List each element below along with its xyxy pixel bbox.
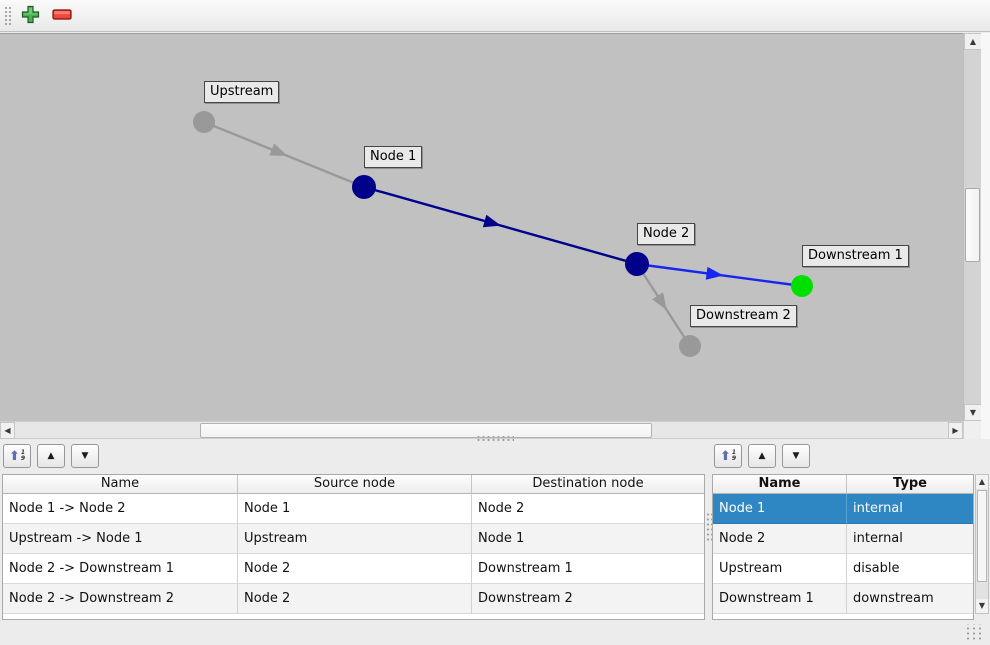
- cell[interactable]: Node 2 -> Downstream 1: [3, 554, 238, 584]
- scroll-up-arrow-icon[interactable]: ▲: [964, 33, 982, 50]
- scroll-down-arrow-icon[interactable]: ▼: [964, 404, 982, 421]
- toolbar-grip[interactable]: [4, 6, 12, 27]
- edge-arrow-icon: [269, 143, 288, 156]
- cell[interactable]: Upstream: [713, 554, 847, 584]
- node-label[interactable]: Downstream 1: [802, 245, 909, 267]
- remove-node-button[interactable]: [49, 4, 75, 29]
- cell[interactable]: downstream: [847, 584, 973, 614]
- cell[interactable]: Downstream 2: [472, 584, 704, 614]
- triangle-down-icon: ▼: [81, 451, 89, 461]
- cell[interactable]: Node 2: [472, 494, 704, 524]
- move-node-down-button[interactable]: ▼: [782, 444, 810, 468]
- cell[interactable]: Downstream 1: [472, 554, 704, 584]
- graph-node[interactable]: [679, 335, 701, 357]
- scroll-left-arrow-icon[interactable]: ◀: [0, 422, 15, 439]
- table-scrollbar-thumb[interactable]: [977, 490, 987, 582]
- graph-node[interactable]: [625, 252, 649, 276]
- plus-icon: [21, 5, 40, 28]
- cell[interactable]: Node 1: [713, 494, 847, 524]
- cell[interactable]: Node 1: [238, 494, 472, 524]
- vertical-scrollbar-thumb[interactable]: [965, 188, 980, 262]
- node-label[interactable]: Node 2: [637, 223, 696, 245]
- cell[interactable]: Node 2 -> Downstream 2: [3, 584, 238, 614]
- cell[interactable]: internal: [847, 524, 973, 554]
- graph-edge[interactable]: [203, 120, 365, 189]
- cell[interactable]: Node 1 -> Node 2: [3, 494, 238, 524]
- cell[interactable]: Node 2: [238, 584, 472, 614]
- column-header[interactable]: Name: [3, 475, 238, 494]
- cell[interactable]: disable: [847, 554, 973, 584]
- scroll-right-arrow-icon[interactable]: ▶: [948, 422, 963, 439]
- node-label[interactable]: Upstream: [204, 81, 280, 103]
- triangle-down-icon: ▼: [792, 451, 800, 461]
- add-node-button[interactable]: [17, 4, 43, 29]
- pane-splitter-handle[interactable]: [476, 436, 514, 442]
- graph-node[interactable]: [193, 111, 215, 133]
- triangle-up-icon: ▲: [758, 451, 766, 461]
- move-node-up-button[interactable]: ▲: [748, 444, 776, 468]
- node-label[interactable]: Downstream 2: [690, 305, 797, 327]
- edge-arrow-icon: [705, 266, 724, 280]
- minus-icon: [52, 9, 72, 24]
- graph-node[interactable]: [791, 275, 813, 297]
- scrollbar-corner: [963, 421, 981, 439]
- cell[interactable]: Upstream: [238, 524, 472, 554]
- cell[interactable]: Node 2: [238, 554, 472, 584]
- graph-canvas: [193, 111, 813, 357]
- move-edge-down-button[interactable]: ▼: [71, 444, 99, 468]
- node-label[interactable]: Node 1: [364, 146, 423, 168]
- graph-edge[interactable]: [636, 262, 803, 288]
- cell[interactable]: Node 1: [472, 524, 704, 554]
- graph-vertical-scrollbar[interactable]: ▲ ▼: [963, 33, 982, 421]
- cell[interactable]: Upstream -> Node 1: [3, 524, 238, 554]
- window-resize-grip[interactable]: [964, 624, 982, 640]
- cell[interactable]: Node 2: [713, 524, 847, 554]
- column-header[interactable]: Name: [713, 475, 847, 494]
- move-edge-up-button[interactable]: ▲: [37, 444, 65, 468]
- edge-arrow-icon: [652, 292, 667, 311]
- graph-edge[interactable]: [635, 263, 692, 347]
- graph-horizontal-scrollbar[interactable]: ◀ ▶: [0, 421, 963, 439]
- column-header[interactable]: Destination node: [472, 475, 704, 494]
- horizontal-scrollbar-thumb[interactable]: [200, 423, 652, 438]
- scroll-down-arrow-icon[interactable]: ▼: [976, 599, 988, 613]
- window-right-margin: [981, 33, 990, 439]
- graph-edge[interactable]: [363, 185, 638, 266]
- graph-node[interactable]: [352, 175, 376, 199]
- cell[interactable]: internal: [847, 494, 973, 524]
- column-header[interactable]: Type: [847, 475, 973, 494]
- triangle-up-icon: ▲: [47, 451, 55, 461]
- column-header[interactable]: Source node: [238, 475, 472, 494]
- cell[interactable]: Downstream 1: [713, 584, 847, 614]
- scroll-up-arrow-icon[interactable]: ▲: [976, 475, 988, 489]
- nodes-table-scrollbar[interactable]: ▲ ▼: [975, 474, 989, 614]
- edge-arrow-icon: [482, 214, 501, 228]
- table-splitter-handle[interactable]: [706, 512, 712, 542]
- main-toolbar: [0, 0, 990, 32]
